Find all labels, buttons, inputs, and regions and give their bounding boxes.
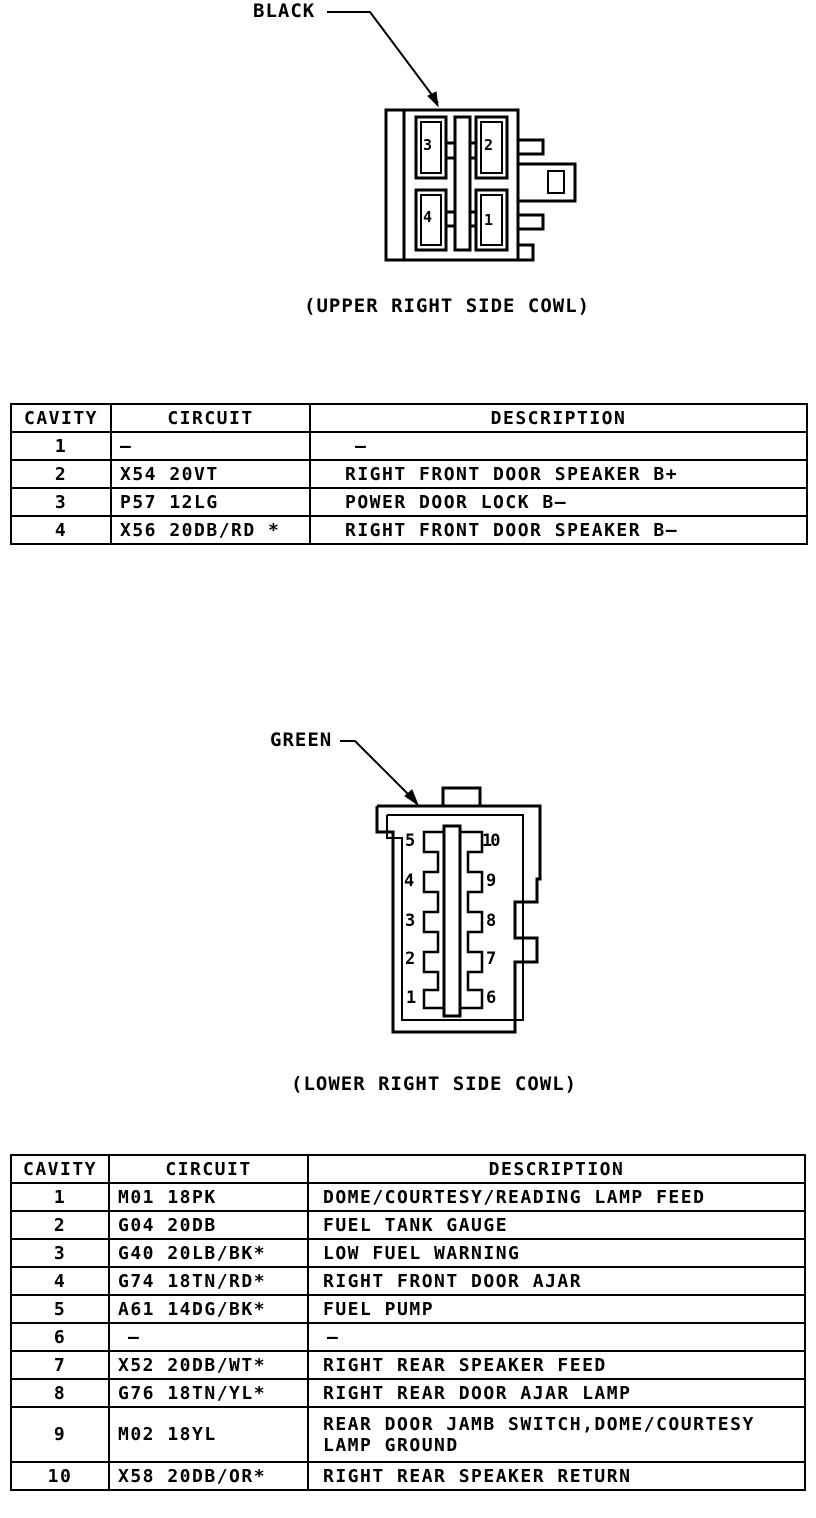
header-cavity: CAVITY	[10, 403, 112, 433]
description-cell: REAR DOOR JAMB SWITCH,DOME/COURTESY LAMP…	[307, 1406, 806, 1463]
pin-label: 10	[482, 831, 501, 851]
cavity-cell: 5	[10, 1294, 110, 1324]
cavity-cell: 4	[10, 515, 112, 545]
circuit-cell: M02 18YL	[108, 1406, 309, 1463]
description-cell: DOME/COURTESY/READING LAMP FEED	[307, 1182, 806, 1212]
header-circuit: CIRCUIT	[110, 403, 311, 433]
lower-connector-caption: (LOWER RIGHT SIDE COWL)	[291, 1073, 578, 1095]
header-cavity: CAVITY	[10, 1154, 110, 1184]
table-header-row: CAVITY CIRCUIT DESCRIPTION	[10, 403, 808, 433]
cavity-cell: 1	[10, 1182, 110, 1212]
description-cell: RIGHT REAR DOOR AJAR LAMP	[307, 1378, 806, 1408]
circuit-cell: M01 18PK	[108, 1182, 309, 1212]
description-cell: —	[309, 431, 808, 461]
pin-label: 8	[486, 911, 498, 931]
upper-connector-color-label: BLACK	[253, 0, 316, 22]
description-cell: FUEL PUMP	[307, 1294, 806, 1324]
circuit-cell: X56 20DB/RD *	[110, 515, 311, 545]
pin-label: 6	[486, 988, 498, 1008]
cavity-cell: 10	[10, 1461, 110, 1491]
pin-label: 3	[423, 136, 434, 154]
circuit-cell: G04 20DB	[108, 1210, 309, 1240]
pin-label: 1	[484, 211, 495, 229]
arrow-head-icon	[404, 789, 420, 807]
circuit-cell: P57 12LG	[110, 487, 311, 517]
cavity-cell: 8	[10, 1378, 110, 1408]
header-circuit: CIRCUIT	[108, 1154, 309, 1184]
description-cell: RIGHT FRONT DOOR SPEAKER B—	[309, 515, 808, 545]
circuit-cell: X58 20DB/OR*	[108, 1461, 309, 1491]
header-description: DESCRIPTION	[309, 403, 808, 433]
header-description: DESCRIPTION	[307, 1154, 806, 1184]
description-cell: FUEL TANK GAUGE	[307, 1210, 806, 1240]
pin-label: 2	[405, 949, 417, 969]
upper-connector-drawing	[327, 11, 577, 262]
circuit-cell: —	[110, 431, 311, 461]
pin-label: 5	[405, 831, 417, 851]
circuit-cell: G74 18TN/RD*	[108, 1266, 309, 1296]
cavity-cell: 3	[10, 1238, 110, 1268]
circuit-cell: G76 18TN/YL*	[108, 1378, 309, 1408]
pin-label: 9	[486, 871, 498, 891]
cavity-cell: 7	[10, 1350, 110, 1380]
table-row: 1——	[10, 431, 808, 461]
pin-label: 2	[484, 136, 495, 154]
cavity-cell: 9	[10, 1406, 110, 1463]
circuit-cell: A61 14DG/BK*	[108, 1294, 309, 1324]
description-cell: POWER DOOR LOCK B—	[309, 487, 808, 517]
pin-label: 4	[404, 871, 416, 891]
circuit-cell: G40 20LB/BK*	[108, 1238, 309, 1268]
cavity-cell: 4	[10, 1266, 110, 1296]
lower-connector-color-label: GREEN	[270, 729, 333, 751]
arrow-head-icon	[427, 91, 439, 108]
description-cell: RIGHT REAR SPEAKER FEED	[307, 1350, 806, 1380]
table-header-row: CAVITY CIRCUIT DESCRIPTION	[10, 1154, 806, 1184]
lower-connector-drawing	[340, 740, 542, 1034]
upper-connector-caption: (UPPER RIGHT SIDE COWL)	[304, 295, 591, 317]
circuit-cell: X52 20DB/WT*	[108, 1350, 309, 1380]
circuit-cell: X54 20VT	[110, 459, 311, 489]
cavity-cell: 2	[10, 459, 112, 489]
pin-label: 1	[406, 988, 418, 1008]
pin-label: 7	[486, 949, 498, 969]
description-cell: —	[307, 1322, 806, 1352]
pin-label: 4	[423, 208, 434, 226]
cavity-cell: 3	[10, 487, 112, 517]
table-row: 6——	[10, 1322, 806, 1352]
description-cell: RIGHT FRONT DOOR SPEAKER B+	[309, 459, 808, 489]
description-cell: RIGHT REAR SPEAKER RETURN	[307, 1461, 806, 1491]
cavity-cell: 2	[10, 1210, 110, 1240]
cavity-cell: 6	[10, 1322, 110, 1352]
cavity-cell: 1	[10, 431, 112, 461]
description-cell: LOW FUEL WARNING	[307, 1238, 806, 1268]
description-cell: RIGHT FRONT DOOR AJAR	[307, 1266, 806, 1296]
circuit-cell: —	[108, 1322, 309, 1352]
pin-label: 3	[405, 911, 417, 931]
